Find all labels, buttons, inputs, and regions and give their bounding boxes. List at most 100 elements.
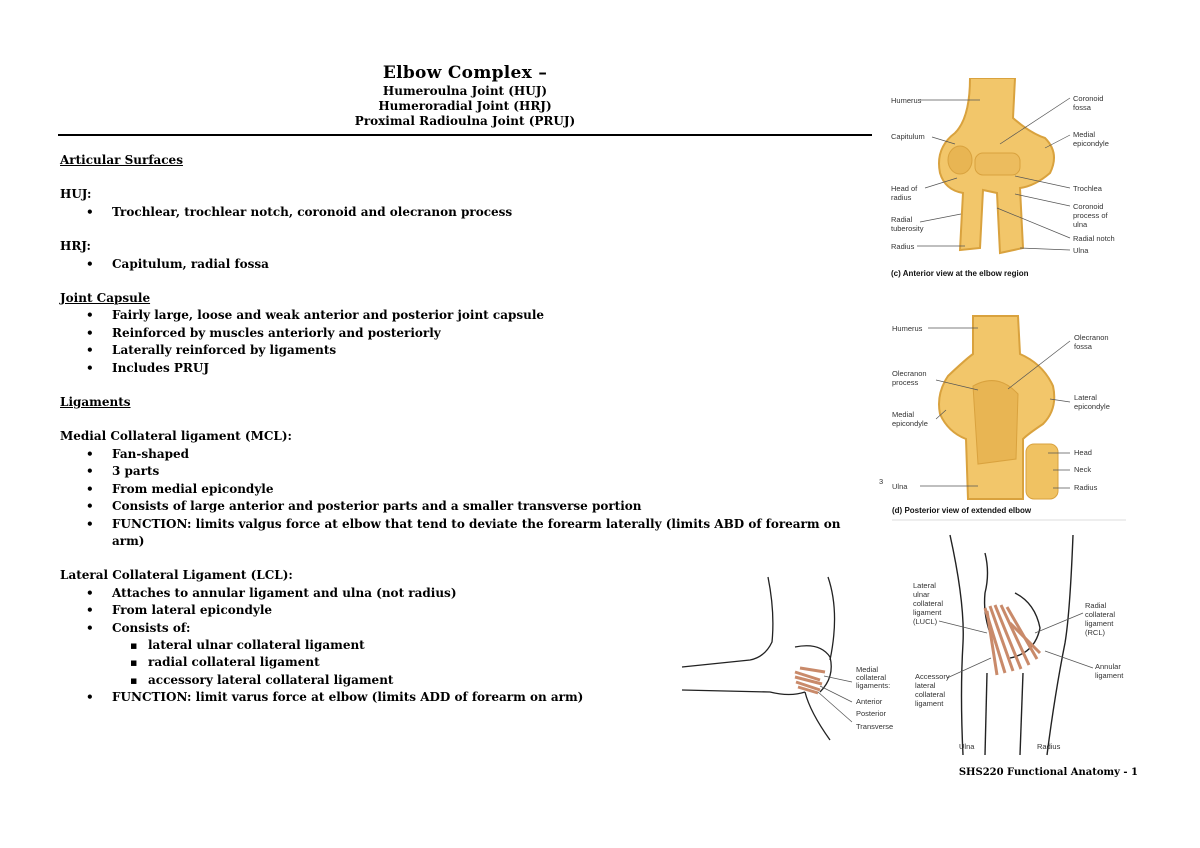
label-olecranon: Olecranon [892, 369, 927, 378]
label-lucl: (LUCL) [913, 617, 938, 626]
label-mcl: Medial Collateral ligament (MCL): [60, 429, 292, 444]
label-trochlea: Trochlea [1073, 184, 1103, 193]
label-accessory: Accessory [915, 672, 950, 681]
label-hrj: HRJ: [60, 239, 91, 254]
label-radius: Radius [1037, 742, 1061, 751]
label-lateral: Lateral [913, 581, 936, 590]
list-item: Fairly large, loose and weak anterior an… [60, 307, 860, 325]
capitulum-shape [947, 145, 973, 175]
label-medial: Medial [856, 665, 878, 674]
label-lateral: Lateral [1074, 393, 1097, 402]
label-anterior: Anterior [856, 697, 883, 706]
posterior-leader-lines [920, 327, 1071, 489]
radius-head-shape [1025, 443, 1059, 500]
list-item: Fan-shaped [60, 446, 860, 464]
label-ligament-3: ligament [1085, 619, 1114, 628]
title-line-pruj: Proximal Radioulna Joint (PRUJ) [354, 114, 576, 128]
heading-ligaments: Ligaments [60, 395, 131, 410]
title-divider [58, 134, 872, 136]
label-process-of: process of [1073, 211, 1109, 220]
label-ulna: Ulna [959, 742, 975, 751]
label-fossa: fossa [1074, 342, 1093, 351]
list-capsule: Fairly large, loose and weak anterior an… [60, 307, 860, 377]
label-ulnar: ulnar [913, 590, 930, 599]
label-humerus: Humerus [892, 324, 923, 333]
medial-ligament-bands [794, 666, 826, 695]
title-block: Elbow Complex – Humeroulna Joint (HUJ) H… [58, 62, 872, 129]
trochlea-shape [974, 152, 1021, 176]
label-epicondyle: epicondyle [892, 419, 928, 428]
label-epicondyle: epicondyle [1073, 139, 1109, 148]
label-radial: Radial [1085, 601, 1107, 610]
list-hrj: Capitulum, radial fossa [60, 256, 860, 274]
medial-ligament-line-drawing [681, 576, 836, 741]
label-lateral-epicondyle: epicondyle [1074, 402, 1110, 411]
label-radial-notch: Radial notch [1073, 234, 1115, 243]
list-item: FUNCTION: limits valgus force at elbow t… [60, 516, 860, 551]
label-lcl: Lateral Collateral Ligament (LCL): [60, 568, 293, 583]
label-collateral: collateral [856, 673, 886, 682]
label-ligament-2: ligament [915, 699, 944, 708]
caption-anterior: (c) Anterior view at the elbow region [891, 269, 1029, 278]
label-ulna: Ulna [892, 482, 908, 491]
list-item: Capitulum, radial fossa [60, 256, 860, 274]
list-item: Attaches to annular ligament and ulna (n… [60, 585, 860, 603]
page-title: Elbow Complex – [382, 63, 548, 83]
lateral-ligament-bands [983, 604, 1042, 676]
label-fossa: fossa [1073, 103, 1092, 112]
list-mcl: Fan-shaped 3 parts From medial epicondyl… [60, 446, 860, 550]
figure-medial-ligaments: Medial collateral ligaments: Anterior Po… [681, 576, 893, 741]
sub-list-item: lateral ulnar collateral ligament [60, 637, 860, 655]
medial-leader-lines [817, 675, 853, 723]
label-radius: Radius [1074, 483, 1098, 492]
label-radial: Radial [891, 215, 913, 224]
label-radius: Radius [891, 242, 915, 251]
label-collateral: collateral [913, 599, 943, 608]
list-item: Consists of: [60, 620, 860, 638]
heading-articular-surfaces: Articular Surfaces [60, 153, 183, 167]
label-capitulum: Capitulum [891, 132, 925, 141]
caption-posterior: (d) Posterior view of extended elbow [892, 506, 1032, 515]
title-line-huj: Humeroulna Joint (HUJ) [382, 84, 548, 98]
label-lateral-2: lateral [915, 681, 936, 690]
title-line-hrj: Humeroradial Joint (HRJ) [378, 99, 552, 113]
label-medial: Medial [1073, 130, 1095, 139]
notes-body: Articular Surfaces HUJ: Trochlear, troch… [60, 152, 860, 707]
label-radius-head: radius [891, 193, 912, 202]
figure-lateral-ligaments: Lateral ulnar collateral ligament (LUCL)… [913, 534, 1124, 756]
figure-posterior-elbow: Humerus Olecranon process Medial epicond… [879, 315, 1126, 521]
list-item: From medial epicondyle [60, 481, 860, 499]
label-coronoid: Coronoid [1073, 94, 1103, 103]
list-item: Reinforced by muscles anteriorly and pos… [60, 325, 860, 343]
label-tuberosity: tuberosity [891, 224, 924, 233]
label-coronoid-process: Coronoid [1073, 202, 1103, 211]
anterior-leader-lines [917, 97, 1071, 251]
label-ligament: ligament [913, 608, 942, 617]
sub-list-item: accessory lateral collateral ligament [60, 672, 860, 690]
label-ligaments: ligaments: [856, 681, 890, 690]
label-annular: Annular [1095, 662, 1121, 671]
label-ulna: Ulna [1073, 246, 1089, 255]
list-item: FUNCTION: limit varus force at elbow (li… [60, 689, 860, 707]
olecranon-shape [972, 380, 1019, 465]
list-item: From lateral epicondyle [60, 602, 860, 620]
lateral-leader-lines [938, 612, 1094, 679]
label-humerus: Humerus [891, 96, 922, 105]
lateral-ligament-line-drawing [949, 534, 1074, 756]
list-item: 3 parts [60, 463, 860, 481]
sub-list-item: radial collateral ligament [60, 654, 860, 672]
label-annular-ligament: ligament [1095, 671, 1124, 680]
list-huj: Trochlear, trochlear notch, coronoid and… [60, 204, 860, 222]
page-footer: SHS220 Functional Anatomy - 1 [958, 767, 1138, 778]
label-head: Head [1074, 448, 1092, 457]
label-collateral-3: collateral [1085, 610, 1115, 619]
label-rcl: (RCL) [1085, 628, 1106, 637]
list-item: Includes PRUJ [60, 360, 860, 378]
list-item: Laterally reinforced by ligaments [60, 342, 860, 360]
list-lcl: Attaches to annular ligament and ulna (n… [60, 585, 860, 707]
label-transverse: Transverse [856, 722, 893, 731]
label-head-of: Head of [891, 184, 918, 193]
list-item: Trochlear, trochlear notch, coronoid and… [60, 204, 860, 222]
label-medial: Medial [892, 410, 914, 419]
figure-anterior-elbow: Humerus Capitulum Head of radius Radial … [891, 78, 1115, 278]
